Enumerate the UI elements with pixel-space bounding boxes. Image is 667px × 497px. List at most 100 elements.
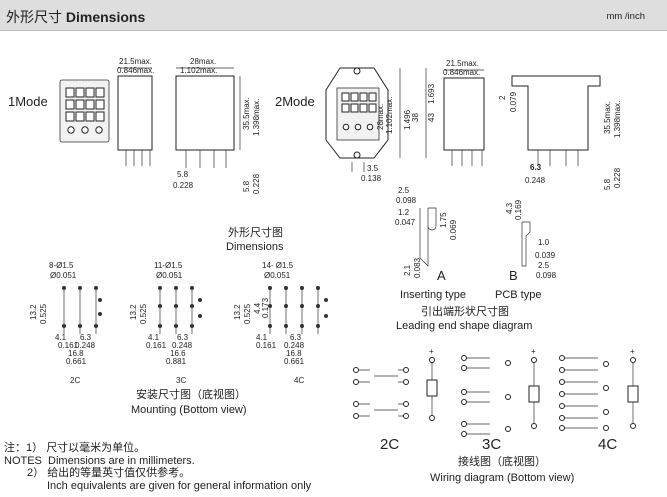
svg-text:13.2: 13.2 <box>29 304 38 320</box>
svg-text:4.3: 4.3 <box>505 202 514 214</box>
svg-text:B: B <box>509 268 518 283</box>
mode2-side-body <box>443 77 485 151</box>
svg-text:11-Ø1.5: 11-Ø1.5 <box>154 261 183 270</box>
svg-text:Ø0.051: Ø0.051 <box>50 271 77 280</box>
mode1-drawing: 1Mode 21.5max. 0.846max. 28max. 1.102max… <box>8 57 261 194</box>
page-header: 外形尺寸 Dimensions mm /inch <box>0 0 667 31</box>
svg-text:0.525: 0.525 <box>139 303 148 324</box>
svg-text:0.161: 0.161 <box>146 341 167 350</box>
svg-text:+: + <box>630 347 635 356</box>
svg-text:0.228: 0.228 <box>173 181 194 190</box>
svg-text:2: 2 <box>498 95 507 100</box>
svg-text:0.047: 0.047 <box>395 218 416 227</box>
svg-text:0.161: 0.161 <box>256 341 277 350</box>
svg-text:0.098: 0.098 <box>536 271 557 280</box>
dimensions-caption-cn: 外形尺寸图 <box>228 225 283 239</box>
svg-text:4.1: 4.1 <box>256 333 268 342</box>
svg-text:+: + <box>531 347 536 356</box>
svg-text:0.248: 0.248 <box>172 341 193 350</box>
svg-text:0.228: 0.228 <box>252 173 261 194</box>
svg-text:0.169: 0.169 <box>514 199 523 220</box>
mounting-3c: 11-Ø1.5 Ø0.051 13.2 0.525 4.1 0.161 6.3 … <box>129 261 202 385</box>
svg-text:16.8: 16.8 <box>286 349 302 358</box>
svg-text:1.0: 1.0 <box>538 238 550 247</box>
svg-text:0.098: 0.098 <box>396 196 417 205</box>
svg-text:0.525: 0.525 <box>39 303 48 324</box>
svg-text:14- Ø1.5: 14- Ø1.5 <box>262 261 294 270</box>
mode1-side-body <box>117 75 153 151</box>
leading-end-drawing: 2.5 0.098 1.2 0.047 1.75 0.069 2.1 0.083… <box>395 186 557 332</box>
svg-text:6.3: 6.3 <box>290 333 302 342</box>
mode2-label: 2Mode <box>275 94 315 109</box>
svg-text:0.039: 0.039 <box>535 251 556 260</box>
svg-text:1.398max.: 1.398max. <box>252 99 261 136</box>
svg-text:2C: 2C <box>380 436 399 453</box>
dimensions-caption-en: Dimensions <box>226 241 284 253</box>
svg-text:3.5: 3.5 <box>367 164 379 173</box>
svg-text:0.846max.: 0.846max. <box>443 68 480 77</box>
wiring-3c: + 3C <box>461 347 540 453</box>
svg-text:Ø0.051: Ø0.051 <box>264 271 291 280</box>
note-1-en: NOTES Dimensions are in millimeters. <box>4 454 195 467</box>
svg-text:1.102max.: 1.102max. <box>180 66 217 75</box>
svg-text:2.5: 2.5 <box>538 261 550 270</box>
svg-text:43: 43 <box>427 113 436 122</box>
svg-text:0.079: 0.079 <box>509 91 518 112</box>
svg-text:0.083: 0.083 <box>413 257 422 278</box>
svg-text:1.693: 1.693 <box>427 83 436 104</box>
mode1-label: 1Mode <box>8 94 48 109</box>
svg-text:PCB type: PCB type <box>495 289 541 301</box>
svg-text:1.398max.: 1.398max. <box>613 101 622 138</box>
svg-text:4C: 4C <box>598 436 617 453</box>
svg-text:2C: 2C <box>70 376 80 385</box>
svg-text:3C: 3C <box>176 376 186 385</box>
svg-text:21.5max.: 21.5max. <box>446 59 479 68</box>
svg-text:A: A <box>437 268 446 283</box>
svg-text:13.2: 13.2 <box>129 304 138 320</box>
svg-text:0.173: 0.173 <box>261 297 270 318</box>
svg-text:38: 38 <box>411 113 420 122</box>
svg-text:6.3: 6.3 <box>530 163 542 172</box>
svg-text:1.2: 1.2 <box>398 208 410 217</box>
note-2-en: Inch equivalents are given for general i… <box>47 479 312 492</box>
svg-text:5.8: 5.8 <box>603 178 612 190</box>
note-2-cn: 2） 给出的等量英寸值仅供参考。 <box>27 467 191 479</box>
svg-text:21.5max.: 21.5max. <box>119 57 152 66</box>
svg-text:4.1: 4.1 <box>148 333 160 342</box>
svg-text:35.5max.: 35.5max. <box>242 97 251 130</box>
svg-text:0.248: 0.248 <box>75 341 96 350</box>
svg-text:0.525: 0.525 <box>243 303 252 324</box>
svg-text:0.846max.: 0.846max. <box>117 66 154 75</box>
svg-text:Leading end shape diagram: Leading end shape diagram <box>396 320 532 332</box>
svg-text:16.6: 16.6 <box>170 349 186 358</box>
svg-text:1.496: 1.496 <box>403 109 412 130</box>
wiring-caption-cn: 接线图（底视图） <box>458 454 546 468</box>
svg-text:8-Ø1.5: 8-Ø1.5 <box>49 261 74 270</box>
svg-text:1.75: 1.75 <box>439 212 448 228</box>
mounting-caption-cn: 安装尺寸图（底视图） <box>136 387 246 401</box>
wiring-caption-en: Wiring diagram (Bottom view) <box>430 472 574 484</box>
svg-text:0.161: 0.161 <box>58 341 79 350</box>
mode2-drawing: 2Mode 28max. 1.102max. 1.496 38 43 1.693… <box>275 59 622 190</box>
units-label: mm /inch <box>606 11 645 22</box>
notes-block: 注：1） 尺寸以毫米为单位。 NOTES Dimensions are in m… <box>4 442 311 492</box>
svg-text:5.8: 5.8 <box>177 170 189 179</box>
mode1-contacts <box>65 87 105 134</box>
mounting-caption-en: Mounting (Bottom view) <box>131 404 247 416</box>
mounting-2c: 8-Ø1.5 Ø0.051 13.2 0.525 4.1 0.161 6.3 0… <box>29 261 102 385</box>
svg-text:35.5max.: 35.5max. <box>603 101 612 134</box>
svg-text:6.3: 6.3 <box>80 333 92 342</box>
svg-text:0.881: 0.881 <box>166 357 187 366</box>
svg-text:0.248: 0.248 <box>284 341 305 350</box>
svg-text:0.248: 0.248 <box>525 176 546 185</box>
svg-text:2.5: 2.5 <box>398 186 410 195</box>
mounting-4c: 14- Ø1.5 Ø0.051 13.2 0.525 4.4 0.173 4.1… <box>233 261 328 385</box>
svg-text:28max.: 28max. <box>190 57 216 66</box>
svg-text:0.069: 0.069 <box>449 219 458 240</box>
svg-text:0.661: 0.661 <box>66 357 87 366</box>
svg-text:13.2: 13.2 <box>233 304 242 320</box>
svg-text:1.102max.: 1.102max. <box>385 97 394 134</box>
page-title: 外形尺寸 Dimensions <box>6 9 146 25</box>
svg-text:0.661: 0.661 <box>284 357 305 366</box>
